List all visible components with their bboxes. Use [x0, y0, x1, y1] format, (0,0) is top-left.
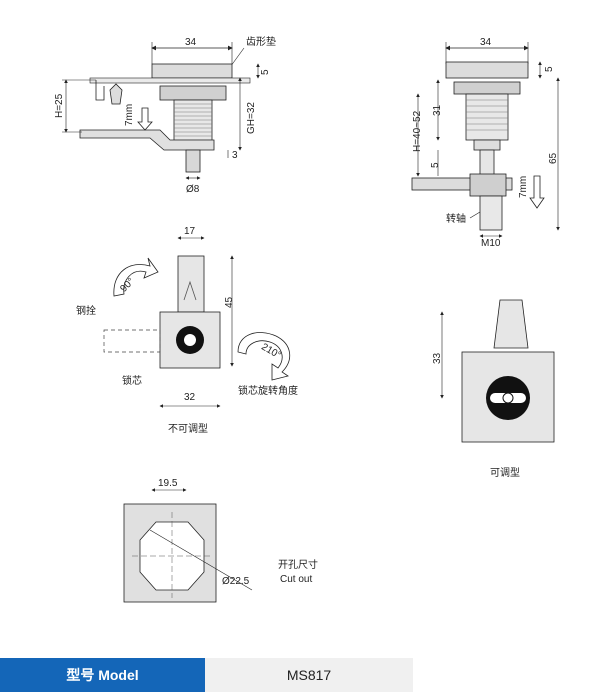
- side-view-adjustable: 34 5 H=40~52 31 5 65 7mm 转轴 M10: [411, 37, 560, 249]
- front-view-fixed: 17 45 32 钢拴 锁芯 90° 210° 锁芯旋转角度 不可调型: [76, 226, 298, 435]
- cam-bar: [79, 129, 215, 151]
- dim-thick-5-b: 5: [544, 66, 555, 72]
- model-label: 型号 Model: [0, 658, 205, 692]
- label-rotation-angle: 锁芯旋转角度: [238, 384, 298, 397]
- dim-h5: 5: [430, 162, 441, 168]
- dim-h31: 31: [432, 104, 443, 116]
- lock-head-b: [445, 61, 529, 79]
- model-value: MS817: [205, 658, 413, 692]
- callout-toothed-washer: 齿形垫: [246, 35, 276, 48]
- caption-fixed-type: 不可调型: [168, 422, 208, 435]
- front-view-adjustable: 33 可调型: [432, 299, 555, 479]
- threaded-body-b: [465, 93, 509, 141]
- cutout-view: 19.5 Ø22.5 开孔尺寸 Cut out: [123, 478, 318, 603]
- dim-w17: 17: [184, 226, 196, 237]
- dim-stroke-7mm-b: 7mm: [518, 176, 529, 198]
- panel: [89, 77, 251, 84]
- rotate-arrow-icon: [113, 257, 159, 297]
- dim-width-34: 34: [185, 37, 197, 48]
- stroke-arrow-icon: [137, 107, 153, 131]
- shaft: [185, 149, 201, 173]
- lock-head: [151, 63, 233, 79]
- dim-thread-m10: M10: [481, 238, 501, 249]
- model-footer: 型号 Model MS817: [0, 658, 607, 692]
- bolt-pin-dashed: [103, 329, 161, 353]
- dim-stroke-7mm: 7mm: [124, 104, 135, 126]
- dim-dia8: Ø8: [186, 184, 200, 195]
- label-steel-pin: 钢拴: [76, 304, 96, 317]
- shaft-b: [479, 195, 503, 231]
- dim-width-34-b: 34: [480, 37, 492, 48]
- callout-shaft: 转轴: [446, 212, 466, 225]
- label-cutout-cn: 开孔尺寸: [278, 558, 318, 571]
- dim-total-65: 65: [548, 152, 559, 164]
- dim-cutout-w: 19.5: [158, 478, 178, 489]
- dim-h45: 45: [224, 296, 235, 308]
- dim-gh32: GH=32: [246, 102, 257, 134]
- dim-h40-52: H=40~52: [412, 110, 423, 152]
- label-cutout-en: Cut out: [280, 574, 312, 585]
- label-lock-core: 锁芯: [122, 374, 142, 387]
- dim-thick-5: 5: [260, 69, 271, 75]
- rotate-arrow-icon-210: [237, 332, 290, 381]
- cam-blade-b: [493, 299, 529, 349]
- technical-drawing: 34 齿形垫 5 H=25 7mm: [54, 35, 560, 603]
- stroke-arrow-icon-b: [529, 175, 545, 209]
- nut: [159, 85, 227, 101]
- dim-h25: H=25: [54, 93, 65, 118]
- dim-w32: 32: [184, 392, 196, 403]
- lock-face-b: [461, 351, 555, 443]
- dim-cutout-dia: Ø22.5: [222, 576, 250, 587]
- caption-adjustable-type: 可调型: [490, 466, 520, 479]
- side-view-fixed: 34 齿形垫 5 H=25 7mm: [54, 35, 276, 195]
- dim-gap-3: 3: [232, 150, 238, 161]
- dim-h33: 33: [432, 352, 443, 364]
